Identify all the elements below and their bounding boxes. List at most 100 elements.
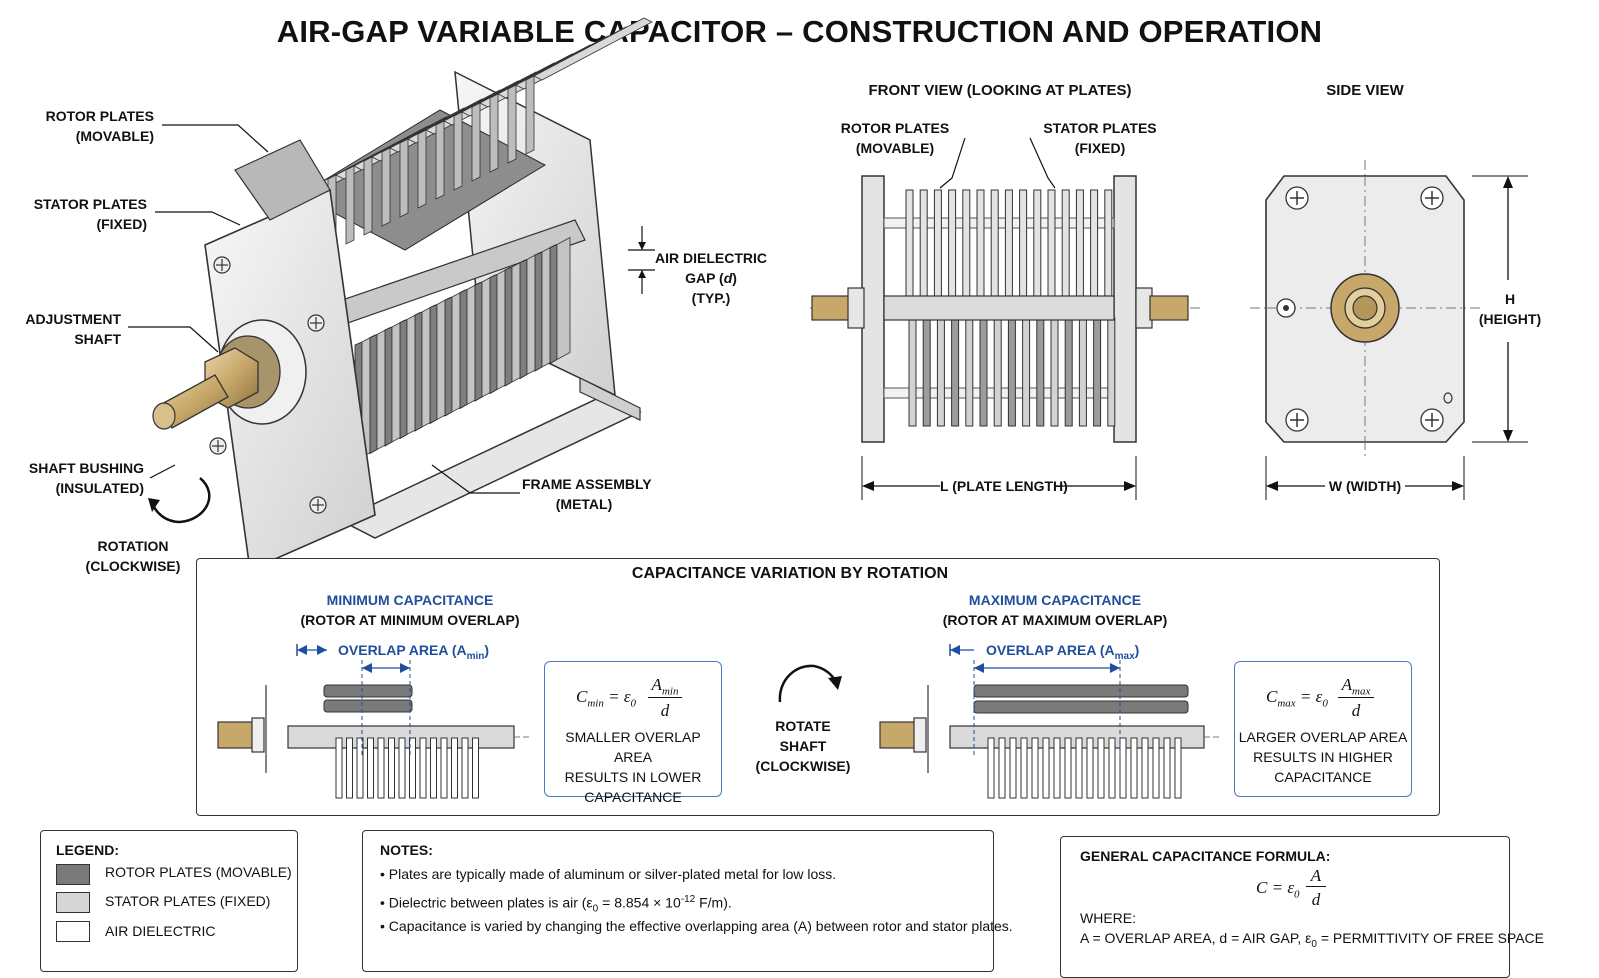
front-stator-plate bbox=[905, 189, 914, 299]
plate-length-dimension: L (PLATE LENGTH) bbox=[940, 478, 1068, 494]
comb-plate bbox=[335, 737, 343, 799]
stator-plate-top bbox=[533, 17, 653, 81]
side-view-drawing bbox=[1250, 160, 1528, 500]
comb-plate bbox=[1075, 737, 1083, 799]
front-rotor-plate bbox=[1036, 317, 1045, 427]
max-overlap-drawing bbox=[879, 644, 1220, 799]
max-overlap-label: OVERLAP AREA (Amax) bbox=[986, 642, 1140, 662]
front-stator-plate bbox=[962, 189, 971, 299]
comb-plate bbox=[419, 737, 427, 799]
comb-plate bbox=[409, 737, 416, 799]
comb-plate bbox=[398, 737, 406, 799]
comb-plate bbox=[1064, 737, 1072, 799]
comb-plate bbox=[377, 737, 385, 799]
rotor-plate-face bbox=[556, 236, 571, 361]
air-gap-label: AIR DIELECTRIC GAP (d) (TYP.) bbox=[655, 250, 767, 306]
legend-air-swatch bbox=[56, 921, 90, 942]
note-2: • Dielectric between plates is air (ε0 =… bbox=[380, 894, 732, 915]
rotor-plate bbox=[519, 258, 528, 380]
legend-heading: LEGEND: bbox=[56, 842, 119, 858]
height-dimension: H(HEIGHT) bbox=[1478, 291, 1542, 327]
rotor-plate bbox=[399, 318, 408, 440]
front-stator-plate bbox=[990, 189, 999, 299]
notes-panel bbox=[362, 830, 994, 972]
stator-plate bbox=[363, 156, 373, 236]
front-stator-plate bbox=[933, 189, 942, 299]
comb-plate bbox=[1020, 737, 1028, 799]
min-capacitance-title: MINIMUM CAPACITANCE bbox=[326, 592, 494, 608]
general-formula: C = ε0 A d bbox=[1240, 866, 1360, 912]
legend-rotor-swatch bbox=[56, 864, 90, 885]
front-stator-plate bbox=[976, 189, 985, 299]
front-stator-plate bbox=[948, 189, 957, 299]
stator-plates-label: STATOR PLATES(FIXED) bbox=[33, 196, 147, 232]
general-definitions: A = OVERLAP AREA, d = AIR GAP, ε0 = PERM… bbox=[1080, 930, 1544, 950]
front-rotor-plate bbox=[951, 317, 960, 427]
front-rotor-plate bbox=[1107, 317, 1116, 427]
comb-plate bbox=[1174, 737, 1182, 799]
general-where: WHERE: bbox=[1080, 910, 1136, 926]
rotor-plate bbox=[414, 311, 423, 432]
comb-plate bbox=[451, 737, 458, 799]
front-rotor-plate bbox=[922, 317, 931, 427]
min-formula-box bbox=[544, 661, 722, 797]
comb-plate bbox=[998, 737, 1006, 799]
stator-plate bbox=[525, 75, 535, 155]
rotor-plate bbox=[474, 281, 483, 402]
front-stator-plate bbox=[1075, 189, 1084, 299]
front-rotor-plate bbox=[936, 317, 945, 427]
comb-plate bbox=[987, 737, 995, 799]
shaft-bushing-label: SHAFT BUSHING(INSULATED) bbox=[28, 460, 144, 496]
note-1: • Plates are typically made of aluminum … bbox=[380, 866, 837, 882]
rotate-arrow-icon bbox=[778, 664, 842, 703]
front-view-heading: FRONT VIEW (LOOKING AT PLATES) bbox=[868, 82, 1132, 99]
legend-air-label: AIR DIELECTRIC bbox=[105, 923, 216, 939]
front-stator-plate bbox=[1090, 189, 1099, 299]
stator-plate bbox=[417, 129, 427, 209]
front-rotor-plate bbox=[965, 317, 974, 427]
rotor-plate bbox=[504, 266, 513, 387]
min-overlap-label: OVERLAP AREA (Amin) bbox=[338, 642, 490, 662]
front-rotor-plate bbox=[1050, 317, 1059, 427]
max-capacitance-title: MAXIMUM CAPACITANCE bbox=[968, 592, 1142, 608]
comb-plate bbox=[1009, 737, 1017, 799]
rotor-plate bbox=[459, 288, 468, 410]
front-stator-plate bbox=[1104, 189, 1113, 299]
min-overlap-drawing bbox=[217, 644, 530, 799]
legend-rotor-label: ROTOR PLATES (MOVABLE) bbox=[105, 864, 292, 880]
rotor-plate bbox=[549, 243, 558, 365]
comb-plate bbox=[472, 737, 479, 799]
stator-plate bbox=[471, 102, 481, 182]
variation-heading: CAPACITANCE VARIATION BY ROTATION bbox=[631, 565, 949, 582]
comb-plate bbox=[1053, 737, 1061, 799]
max-formula-box bbox=[1234, 661, 1412, 797]
stator-plate bbox=[489, 93, 499, 173]
notes-heading: NOTES: bbox=[380, 842, 433, 858]
max-capacitance-subtitle: (ROTOR AT MAXIMUM OVERLAP) bbox=[942, 612, 1168, 628]
rotor-plates-label: ROTOR PLATES(MOVABLE) bbox=[45, 108, 154, 144]
comb-plate bbox=[430, 737, 437, 799]
front-stator-plate bbox=[1004, 189, 1013, 299]
front-rotor-plate bbox=[908, 317, 917, 427]
rotor-plate bbox=[489, 273, 498, 395]
stator-plate bbox=[345, 165, 355, 245]
stator-plate bbox=[399, 138, 409, 218]
legend-stator-swatch bbox=[56, 892, 90, 913]
front-stator-plate bbox=[1061, 189, 1070, 299]
comb-plate bbox=[388, 737, 395, 799]
comb-plate bbox=[1086, 737, 1094, 799]
front-rotor-plate bbox=[979, 317, 988, 427]
comb-plate bbox=[461, 737, 469, 799]
note-3: • Capacitance is varied by changing the … bbox=[380, 918, 1013, 934]
isometric-capacitor-drawing bbox=[128, 17, 655, 572]
comb-plate bbox=[1141, 737, 1149, 799]
front-stator-plate bbox=[1033, 189, 1042, 299]
side-view-heading: SIDE VIEW bbox=[1326, 82, 1404, 99]
comb-plate bbox=[1031, 737, 1039, 799]
front-rotor-plate bbox=[1078, 317, 1087, 427]
comb-plate bbox=[1042, 737, 1050, 799]
